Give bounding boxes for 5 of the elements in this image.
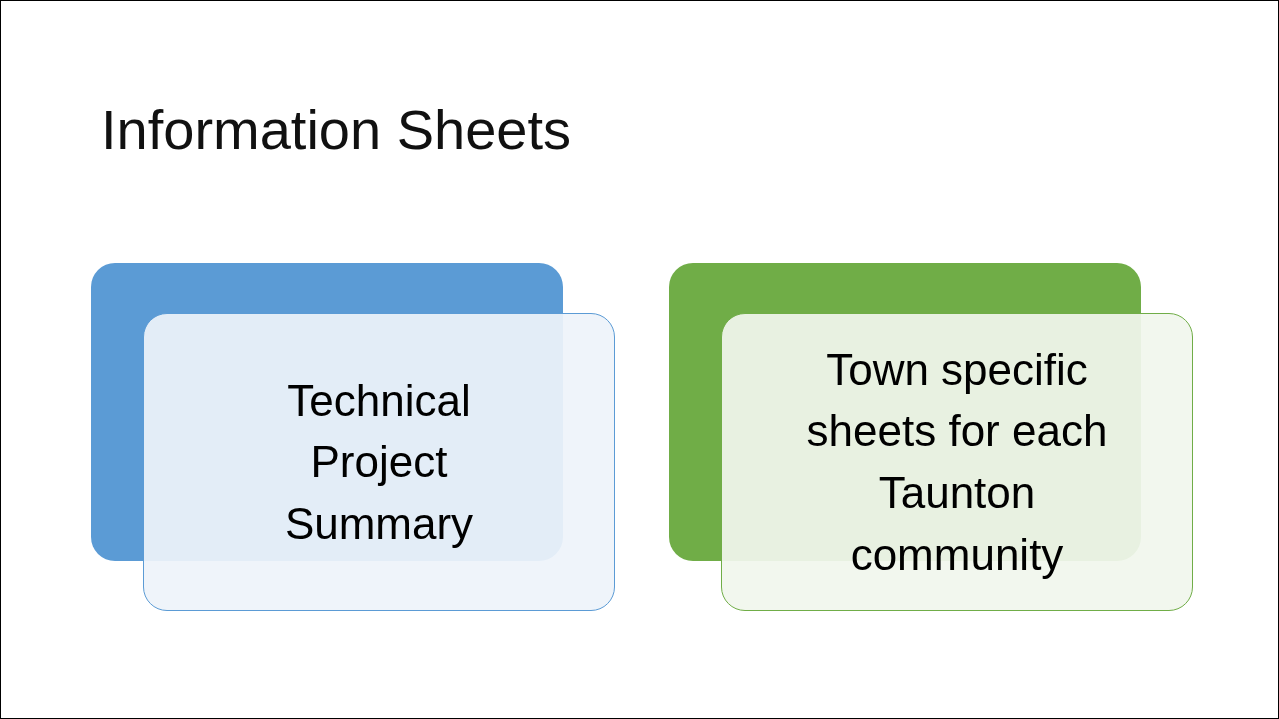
card-text: Technical Project Summary: [283, 374, 475, 550]
text-card: [143, 313, 615, 611]
text-card: [721, 313, 1193, 611]
slide-title: Information Sheets: [101, 97, 572, 162]
card-text: Town specific sheets for each Taunton community: [805, 343, 1109, 581]
